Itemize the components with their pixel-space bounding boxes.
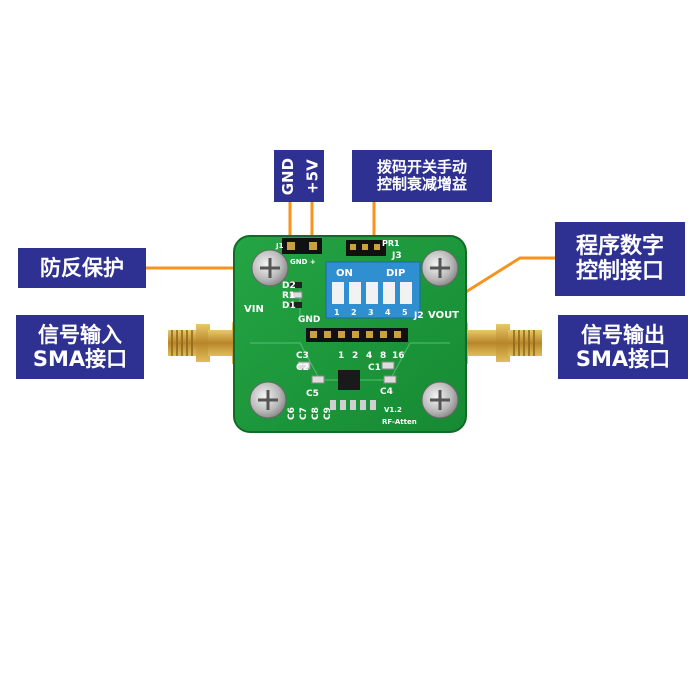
silk-c5: C5	[306, 389, 319, 399]
bit-label-2: 2	[352, 351, 358, 361]
callout-dip-switch: 拨码开关手动 控制衰减增益	[352, 150, 492, 202]
silk-vin: VIN	[244, 304, 264, 315]
screw-top-left	[251, 249, 289, 287]
callout-anti-reverse: 防反保护	[18, 248, 146, 288]
dip-switch	[325, 261, 421, 319]
callout-dip-line2: 控制衰减增益	[376, 175, 467, 193]
callout-output-line2: SMA接口	[575, 347, 671, 371]
dip-num-2: 2	[351, 308, 357, 317]
dip-num-1: 1	[334, 308, 340, 317]
callout-program-line2: 控制接口	[575, 259, 664, 284]
silk-c9: C9	[323, 407, 333, 420]
silk-c2: C2	[296, 363, 309, 373]
dip-num-3: 3	[368, 308, 374, 317]
callout-gnd: GND	[279, 157, 298, 196]
bit-label-16: 16	[392, 351, 405, 361]
control-pin-header	[306, 328, 408, 342]
silk-c4: C4	[380, 387, 393, 397]
callout-program-line1: 程序数字	[575, 233, 664, 259]
callout-5v: +5V	[303, 159, 322, 194]
callout-output-line1: 信号输出	[581, 322, 665, 347]
silk-version: V1.2	[384, 406, 402, 414]
screw-top-right	[421, 249, 459, 287]
callout-anti-reverse-text: 防反保护	[40, 255, 124, 280]
screw-bottom-right	[421, 381, 459, 419]
silk-r1: R1	[282, 291, 295, 301]
dip-brand-label: DIP	[386, 268, 405, 279]
silk-c7: C7	[299, 407, 309, 420]
callout-input-line1: 信号输入	[38, 322, 122, 347]
bit-label-8: 8	[380, 351, 386, 361]
silkscreen: VIN VOUT GND GND + J1 J2 J3 PR1 D2 R1 D1…	[244, 239, 459, 426]
bit-label-4: 4	[366, 351, 372, 361]
dip-num-4: 4	[385, 308, 391, 317]
callout-signal-input: 信号输入 SMA接口	[16, 315, 144, 379]
callout-power: GND +5V	[274, 150, 324, 202]
screw-bottom-left	[249, 381, 287, 419]
silk-c3: C3	[296, 351, 309, 361]
silk-d1: D1	[282, 301, 296, 311]
silk-product: RF-Atten	[382, 418, 417, 426]
silk-gnd-plus: GND +	[290, 258, 316, 266]
power-header-j1	[282, 238, 322, 254]
silk-c1: C1	[368, 363, 381, 373]
silk-j3: J3	[391, 251, 402, 261]
callout-input-line2: SMA接口	[32, 347, 128, 371]
silk-j2: J2	[413, 311, 424, 321]
silk-vout: VOUT	[428, 310, 459, 321]
header-j3	[346, 240, 386, 256]
dip-on-label: ON	[336, 268, 353, 279]
callout-program-control: 程序数字 控制接口	[555, 222, 685, 296]
silk-c6: C6	[287, 407, 297, 420]
silk-c8: C8	[311, 407, 321, 420]
callout-dip-line1: 拨码开关手动	[376, 157, 467, 176]
callout-signal-output: 信号输出 SMA接口	[558, 315, 688, 379]
silk-gnd: GND	[298, 315, 320, 325]
silk-j1: J1	[275, 242, 284, 250]
smd-components	[289, 282, 397, 410]
bit-label-1: 1	[338, 351, 344, 361]
dip-num-5: 5	[402, 308, 408, 317]
silk-pr1: PR1	[382, 239, 400, 248]
silk-d2: D2	[282, 281, 296, 291]
